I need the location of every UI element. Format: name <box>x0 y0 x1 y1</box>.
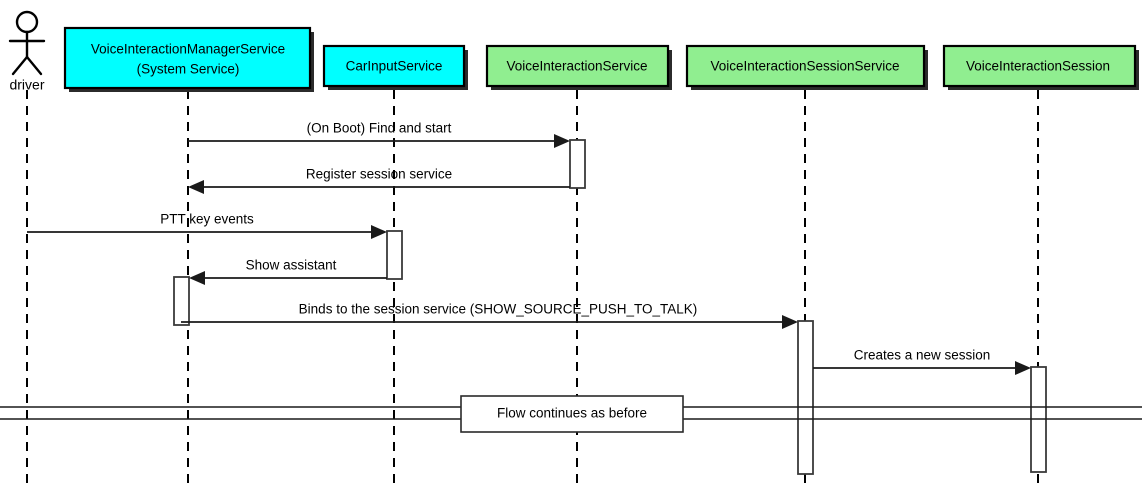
participant-vims-box[interactable] <box>63 26 312 90</box>
actor-label: driver <box>9 77 44 93</box>
message-ptt-key-events[interactable]: PTT key events <box>27 212 387 239</box>
message-ptt-key-events-label: PTT key events <box>160 212 254 227</box>
participant-vis-box[interactable] <box>485 44 670 88</box>
flow-divider-label: Flow continues as before <box>497 406 647 421</box>
participant-viss-box[interactable] <box>685 44 926 88</box>
message-creates-a-new-session[interactable]: Creates a new session <box>813 348 1031 375</box>
message-on-boot-find-and-start-arrowhead-icon <box>554 134 570 148</box>
actor-head-icon <box>15 10 39 34</box>
participant-viss[interactable]: VoiceInteractionSessionService <box>685 44 928 90</box>
flow-divider-box <box>460 395 684 433</box>
message-creates-a-new-session-label: Creates a new session <box>854 348 991 363</box>
participant-vis[interactable]: VoiceInteractionService <box>485 44 672 90</box>
participant-viss-label: VoiceInteractionSessionService <box>710 59 899 74</box>
message-show-assistant[interactable]: Show assistant <box>189 258 387 285</box>
message-register-session-service[interactable]: Register session service <box>188 167 570 194</box>
participant-visn[interactable]: VoiceInteractionSession <box>942 44 1139 90</box>
actor-right-leg-icon <box>25 55 43 76</box>
message-binds-to-session-service-arrowhead-icon <box>782 315 798 329</box>
message-on-boot-find-and-start-label: (On Boot) Find and start <box>307 121 452 136</box>
participant-cis-box[interactable] <box>322 44 466 88</box>
message-binds-to-session-service-label: Binds to the session service (SHOW_SOURC… <box>299 302 698 317</box>
message-register-session-service-label: Register session service <box>306 167 452 182</box>
message-creates-a-new-session-arrowhead-icon <box>1015 361 1031 375</box>
message-show-assistant-label: Show assistant <box>246 258 337 273</box>
participant-cis-label: CarInputService <box>346 59 443 74</box>
participant-vis-label: VoiceInteractionService <box>506 59 647 74</box>
flow-divider: Flow continues as before <box>0 395 1142 433</box>
message-show-assistant-arrowhead-icon <box>189 271 205 285</box>
participant-cis[interactable]: CarInputService <box>322 44 468 90</box>
message-ptt-key-events-arrowhead-icon <box>371 225 387 239</box>
participant-visn-label: VoiceInteractionSession <box>966 59 1110 74</box>
message-register-session-service-arrowhead-icon <box>188 180 204 194</box>
message-on-boot-find-and-start[interactable]: (On Boot) Find and start <box>188 121 570 148</box>
activation-vis-boot <box>569 139 586 189</box>
participant-vims-label-line2: (System Service) <box>137 62 240 77</box>
participant-vims[interactable]: VoiceInteractionManagerService (System S… <box>63 26 314 92</box>
actor-driver[interactable]: driver <box>8 10 46 93</box>
actor-left-leg-icon <box>11 55 29 76</box>
participant-vims-label-line1: VoiceInteractionManagerService <box>91 42 285 57</box>
participant-visn-box[interactable] <box>942 44 1137 88</box>
activation-vims-show <box>173 276 190 326</box>
message-binds-to-session-service[interactable]: Binds to the session service (SHOW_SOURC… <box>181 302 798 329</box>
activation-viss-bind <box>797 320 814 475</box>
activation-cis-ptt <box>386 230 403 280</box>
